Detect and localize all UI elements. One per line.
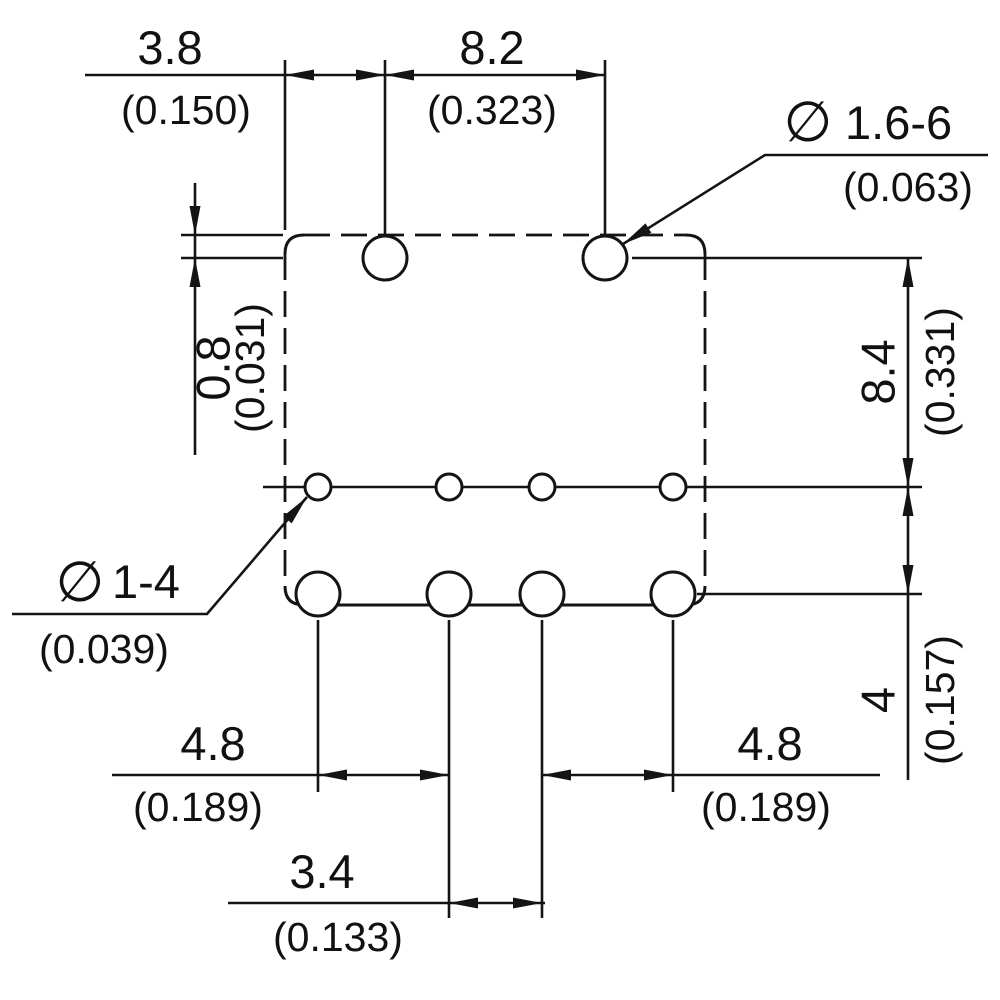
- callout-small-hole-mm: 1-4: [112, 555, 180, 608]
- dim-right: [632, 256, 922, 780]
- dim-left-mm: 0.8: [187, 335, 240, 400]
- callout-large-hole-inch: (0.063): [843, 164, 973, 210]
- dim-left: [181, 183, 283, 455]
- dim-bottom-center-inch: (0.133): [273, 914, 403, 960]
- hole-mid-4: [658, 472, 688, 502]
- arrow: [902, 258, 914, 287]
- arrow: [189, 206, 201, 235]
- dim-top: [85, 60, 607, 235]
- dim-right-lower-mm: 4: [852, 687, 905, 713]
- pin-holes-small: [303, 472, 688, 502]
- dim-top-left-inch: (0.150): [121, 87, 251, 133]
- hole-mid-3: [527, 472, 557, 502]
- arrow: [902, 458, 914, 487]
- arrow: [318, 769, 347, 781]
- arrow: [902, 565, 914, 594]
- arrow: [513, 897, 542, 909]
- dim-right-upper-inch: (0.331): [917, 307, 963, 437]
- hole-top-left: [361, 234, 409, 282]
- hole-mid-1: [303, 472, 333, 502]
- hole-bottom-1: [294, 570, 342, 618]
- arrow: [285, 69, 314, 81]
- arrow: [542, 769, 571, 781]
- arrow: [283, 497, 307, 524]
- leader-hole-small: [12, 496, 308, 616]
- dim-bottom-right-mm: 4.8: [737, 717, 802, 770]
- dim-left-inch: (0.031): [227, 303, 273, 433]
- hole-top-right: [581, 234, 629, 282]
- callout-small-hole-inch: (0.039): [39, 626, 169, 672]
- callout-large-hole-mm: 1.6-6: [845, 96, 952, 149]
- dim-bottom-center-mm: 3.4: [289, 845, 354, 898]
- mounting-holes-large: [294, 234, 697, 618]
- hole-bottom-2: [425, 570, 473, 618]
- arrow: [189, 258, 201, 287]
- arrow: [385, 69, 414, 81]
- dim-bottom-left-inch: (0.189): [133, 784, 263, 830]
- dim-right-upper-mm: 8.4: [852, 339, 905, 404]
- part-outline: [263, 233, 922, 607]
- dimension-labels: 3.8 (0.150) 8.2 (0.323) ∅ 1.6-6 (0.063) …: [39, 21, 973, 960]
- hole-mid-2: [434, 472, 464, 502]
- diameter-icon: ∅: [56, 550, 105, 613]
- arrow: [420, 769, 449, 781]
- dim-bottom-left-mm: 4.8: [180, 717, 245, 770]
- hole-bottom-3: [518, 570, 566, 618]
- arrow: [644, 769, 673, 781]
- arrow: [623, 223, 652, 244]
- arrow: [902, 487, 914, 516]
- hole-bottom-4: [649, 570, 697, 618]
- arrow: [449, 897, 478, 909]
- dim-bottom: [112, 620, 880, 918]
- arrow: [356, 69, 385, 81]
- arrow: [576, 69, 605, 81]
- dim-top-right-mm: 8.2: [459, 21, 524, 74]
- dim-top-left-mm: 3.8: [137, 21, 202, 74]
- leader-hole-large: [622, 153, 988, 246]
- diameter-icon: ∅: [784, 90, 833, 153]
- dim-bottom-right-inch: (0.189): [701, 784, 831, 830]
- dim-top-right-inch: (0.323): [427, 87, 557, 133]
- dim-right-lower-inch: (0.157): [917, 635, 963, 765]
